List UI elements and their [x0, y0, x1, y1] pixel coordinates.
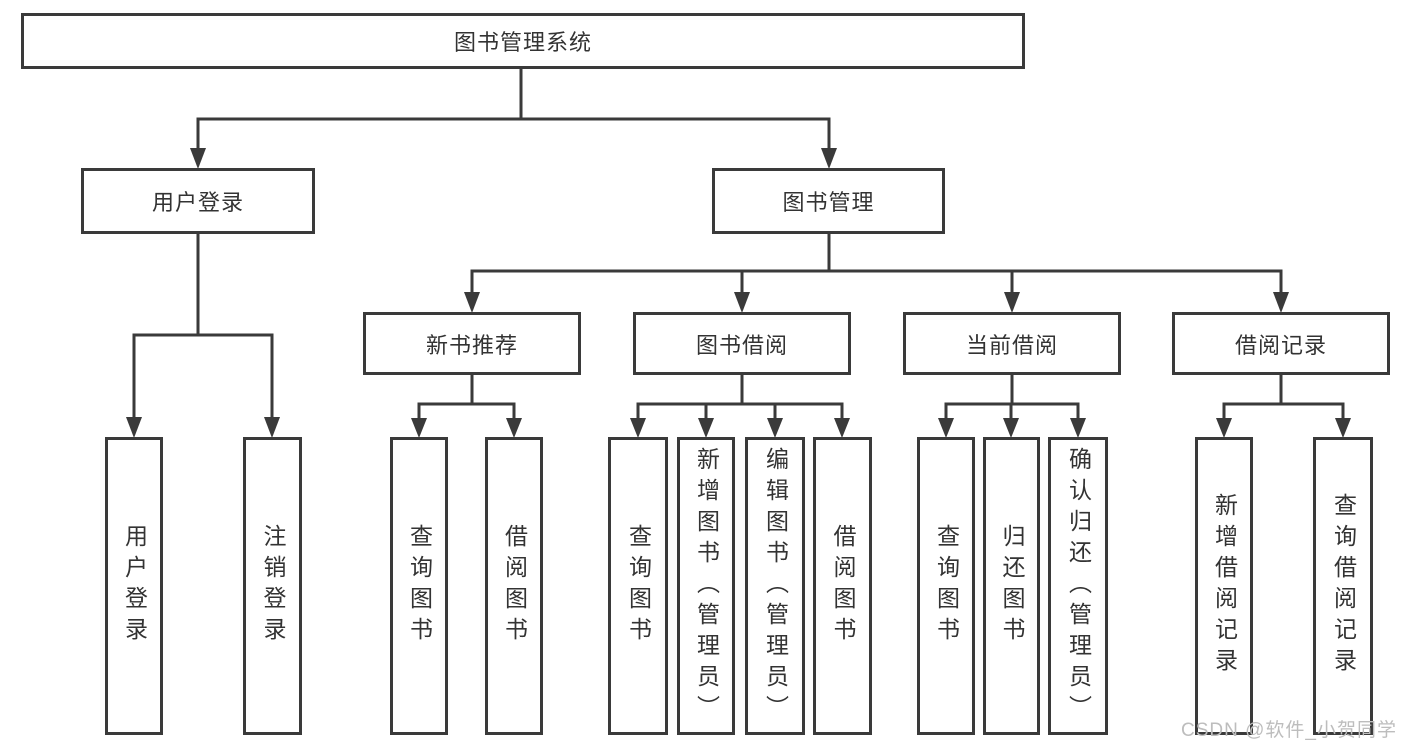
node-query-borrow-record: 查询借阅记录: [1313, 437, 1373, 735]
node-current-borrow-label: 当前借阅: [965, 332, 1058, 358]
connector-book-borrow-children: [630, 375, 850, 438]
connector-new-book-recommend-children: [411, 375, 522, 438]
node-confirm-return-admin: 确认归还（管理员）: [1048, 437, 1108, 735]
connector-borrow-records-children: [1216, 375, 1351, 438]
node-system-label: 图书管理系统: [453, 30, 592, 55]
node-query-book-1-label: 查询图书: [406, 524, 433, 648]
node-book-borrow: 图书借阅: [633, 312, 851, 375]
node-new-book-recommend-label: 新书推荐: [425, 332, 518, 358]
node-book-management: 图书管理: [712, 168, 945, 234]
node-query-book-1: 查询图书: [390, 437, 448, 735]
node-new-book-recommend: 新书推荐: [363, 312, 581, 375]
node-user-login-leaf: 用户登录: [105, 437, 163, 735]
node-confirm-return-admin-label: 确认归还（管理员）: [1065, 446, 1092, 726]
node-query-book-3-label: 查询图书: [933, 524, 960, 648]
node-query-book-2-label: 查询图书: [625, 524, 652, 648]
node-borrow-book-2: 借阅图书: [813, 437, 872, 735]
node-logout-label: 注销登录: [260, 524, 286, 648]
node-return-book: 归还图书: [983, 437, 1040, 735]
node-user-login-leaf-label: 用户登录: [121, 524, 148, 648]
connector-root-to-level2: [190, 69, 837, 169]
node-add-borrow-record-label: 新增借阅记录: [1211, 493, 1238, 679]
node-return-book-label: 归还图书: [999, 524, 1025, 648]
node-edit-book-admin-label: 编辑图书（管理员）: [762, 446, 789, 726]
node-query-book-3: 查询图书: [917, 437, 975, 735]
node-borrow-book-1-label: 借阅图书: [501, 524, 528, 648]
node-add-book-admin-label: 新增图书（管理员）: [693, 446, 720, 726]
node-add-borrow-record: 新增借阅记录: [1195, 437, 1253, 735]
connector-current-borrow-children: [938, 375, 1086, 438]
node-logout: 注销登录: [243, 437, 302, 735]
node-query-borrow-record-label: 查询借阅记录: [1330, 493, 1357, 679]
connector-book-management-children: [464, 234, 1289, 313]
watermark: CSDN @软件_小贺同学: [1181, 720, 1397, 741]
node-query-book-2: 查询图书: [608, 437, 668, 735]
node-user-login: 用户登录: [81, 168, 315, 234]
node-borrow-records-label: 借阅记录: [1234, 332, 1327, 358]
node-current-borrow: 当前借阅: [903, 312, 1121, 375]
node-add-book-admin: 新增图书（管理员）: [677, 437, 735, 735]
node-user-login-label: 用户登录: [151, 190, 244, 215]
node-borrow-records: 借阅记录: [1172, 312, 1390, 375]
connector-user-login-children: [126, 234, 280, 438]
node-borrow-book-2-label: 借阅图书: [830, 524, 856, 648]
node-book-borrow-label: 图书借阅: [695, 332, 788, 358]
node-borrow-book-1: 借阅图书: [485, 437, 543, 735]
node-system: 图书管理系统: [21, 13, 1025, 69]
node-edit-book-admin: 编辑图书（管理员）: [745, 437, 805, 735]
node-book-management-label: 图书管理: [782, 190, 875, 215]
